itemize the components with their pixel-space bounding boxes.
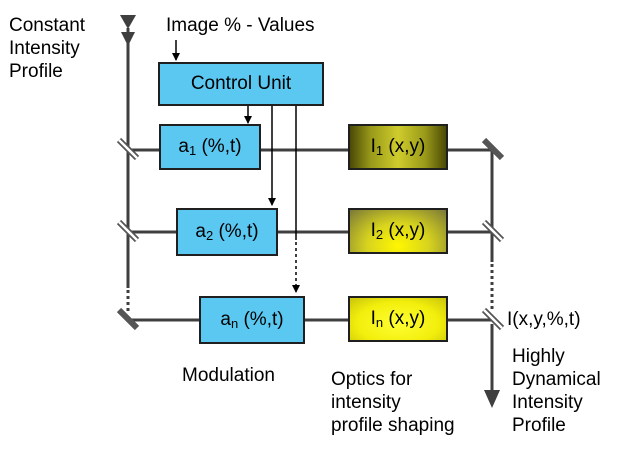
output-beam-arrowhead <box>484 390 500 408</box>
modulator-n-label: an (%,t) <box>220 309 284 331</box>
mirror-right-n-inner <box>483 309 503 329</box>
optic-n-label: In (x,y) <box>370 308 426 330</box>
optic-2-label: I2 (x,y) <box>370 220 426 242</box>
output-profile-line-1: Highly <box>512 346 565 367</box>
modulator-2-label: a2 (%,t) <box>195 221 259 243</box>
mirror-left-n <box>116 307 140 331</box>
mirror-right-1 <box>481 137 505 161</box>
optic-1-label: I1 (x,y) <box>370 136 426 158</box>
optics-caption-line-1: Optics for <box>331 369 413 390</box>
output-profile-line-3: Intensity <box>512 392 583 413</box>
optics-caption-line-3: profile shaping <box>331 415 455 436</box>
modulator-2: a2 (%,t) <box>176 208 278 256</box>
input-beam-arrowhead <box>121 32 135 46</box>
image-values-label: Image % - Values <box>166 15 315 36</box>
input-profile-line-1: Constant <box>9 15 86 36</box>
mirror-left-1-inner <box>118 139 138 159</box>
output-profile-line-4: Profile <box>512 415 566 436</box>
modulator-1-label: a1 (%,t) <box>178 136 242 158</box>
mirror-left-2-inner <box>118 221 138 241</box>
modulator-1: a1 (%,t) <box>159 124 261 170</box>
output-profile-label: Highly Dynamical Intensity Profile <box>512 345 601 437</box>
output-formula-label: I(x,y,%,t) <box>507 309 581 330</box>
control-unit-label: Control Unit <box>190 73 292 94</box>
modulator-n: an (%,t) <box>199 296 305 344</box>
optics-caption: Optics for intensity profile shaping <box>331 368 455 437</box>
input-profile-line-2: Intensity <box>9 38 80 59</box>
output-profile-line-2: Dynamical <box>512 369 601 390</box>
mirror-right-2-inner <box>483 221 503 241</box>
optic-2: I2 (x,y) <box>348 208 448 254</box>
optic-1: I1 (x,y) <box>348 124 448 170</box>
modulation-label: Modulation <box>182 365 275 386</box>
input-profile-label: Constant Intensity Profile <box>9 14 85 83</box>
optics-caption-line-2: intensity <box>331 392 401 413</box>
input-profile-line-3: Profile <box>9 61 63 82</box>
control-unit-box: Control Unit <box>158 62 324 106</box>
optic-n: In (x,y) <box>348 296 448 342</box>
